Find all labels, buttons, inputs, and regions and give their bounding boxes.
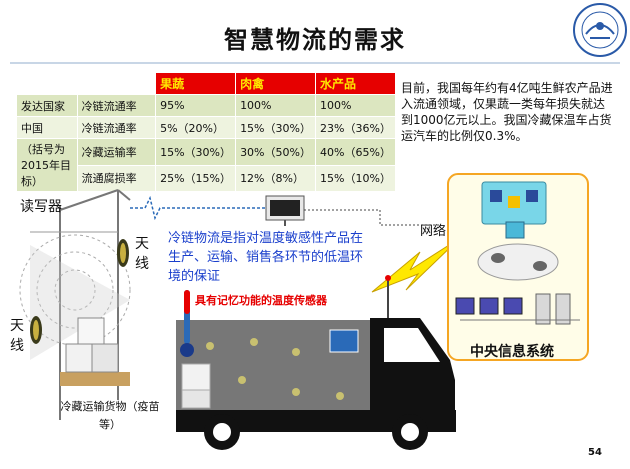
table-cell: 40%（65%） [315,138,396,166]
table-cell: 冷链流通率 [76,94,157,117]
antenna-label: 天线 [10,318,24,354]
table-cell: 5%（20%） [155,116,237,139]
reader-label: 读写器 [20,199,62,215]
table-cell: 23%（36%） [315,116,396,139]
table-header-cell [76,72,157,95]
university-seal-icon [573,3,627,57]
cold-chain-description: 冷链物流是指对温度敏感性产品在生产、运输、销售各环节的低温环境的保证 [168,231,364,284]
title-divider [10,62,620,64]
table-cell: 发达国家 [16,94,78,117]
sensor-label: 具有记忆功能的温度传感器 [195,294,327,307]
table-row: 流通腐损率 25%（15%） 12%（8%） 15%（10%） [17,164,396,192]
table-cell: 冷藏运输率 [76,138,157,166]
central-system-label: 中央信息系统 [470,344,554,360]
table-cell: 100% [315,94,396,117]
monitor-icon [265,195,305,226]
page-title: 智慧物流的需求 [224,26,406,54]
table-cell: 15%（10%） [315,164,396,192]
server-icon [481,181,547,239]
antenna-icon [117,239,129,267]
table-cell: 冷链流通率 [76,116,157,139]
table-cell: 95% [155,94,237,117]
table-header-cell: 肉禽 [235,72,317,95]
table-row: （括号为2015年目标） 冷藏运输率 15%（30%） 30%（50%） 40%… [16,138,396,192]
antenna-label: 天线 [135,236,149,272]
table-cell: 中国 [16,116,78,139]
table-cell: （括号为2015年目标） [16,138,78,192]
table-cell: 30%（50%） [235,138,317,166]
cold-chain-table: 果蔬 肉禽 水产品 发达国家 冷链流通率 95% 100% 100% 中国 冷链… [16,72,396,192]
table-cell: 25%（15%） [155,164,237,192]
network-label: 网络 [420,224,447,239]
table-row: 发达国家 冷链流通率 95% 100% 100% [16,94,396,117]
table-cell: 12%（8%） [235,164,317,192]
table-header-row: 果蔬 肉禽 水产品 [16,72,396,95]
table-row: 中国 冷链流通率 5%（20%） 15%（30%） 23%（36%） [16,116,396,139]
table-cell: 15%（30%） [155,138,237,166]
thermometer-icon [180,290,194,357]
truck-icon [176,275,456,450]
cargo-label: 冷藏运输货物（疫苗等） [60,400,160,431]
telephone-icon [477,243,559,281]
workstation-icon [455,297,523,315]
cargo-boxes [60,317,130,386]
table-header-cell: 水产品 [315,72,396,95]
server-icon [535,293,571,325]
table-cell: 流通腐损率 [76,164,157,192]
table-cell: 15%（30%） [235,116,317,139]
page-number: 54 [588,447,602,458]
lightning-bolt-icon [371,237,461,293]
antenna-icon [30,316,42,344]
intro-paragraph: 目前，我国每年约有4亿吨生鲜农产品进入流通领域，仅果蔬一类每年损失就达到1000… [401,81,613,143]
